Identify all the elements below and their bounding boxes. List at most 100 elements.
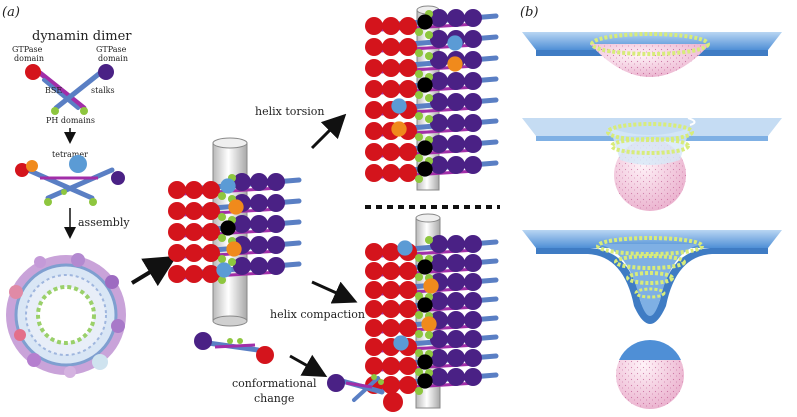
gtpase-red-bead	[168, 202, 186, 220]
gtpase-red-bead	[399, 164, 417, 182]
gtpase-red-bead	[365, 59, 383, 77]
gtpase-purple-bead	[464, 51, 482, 69]
gtpase-purple-bead	[447, 273, 465, 291]
gtpase-red-bead	[185, 265, 203, 283]
gtpase-purple-bead	[447, 368, 465, 386]
gtpase-purple-bead	[447, 254, 465, 272]
gtpase-purple-bead	[447, 72, 465, 90]
gtpase-purple-bead	[267, 215, 285, 233]
gtpase-red-bead	[365, 38, 383, 56]
gtpase-red-bead	[382, 300, 400, 318]
ph-domain-bead	[217, 191, 227, 201]
ph-domain-bead	[414, 386, 424, 396]
dimer-title: dynamin dimer	[32, 29, 132, 44]
gtpase-purple-bead	[233, 215, 251, 233]
gtpase-red-bead	[399, 357, 417, 375]
gtpase-red-bead	[399, 319, 417, 337]
accent-bead	[417, 77, 433, 93]
accent-bead	[216, 262, 232, 278]
ph-domain-bead	[227, 257, 237, 267]
accent-bead	[447, 35, 463, 51]
gtpase-left-label-2: domain	[14, 54, 44, 63]
ph-domain-bead	[414, 367, 424, 377]
gtpase-red-bead	[202, 181, 220, 199]
gtpase-purple-bead	[430, 51, 448, 69]
gtpase-purple-bead	[464, 330, 482, 348]
gtpase-red-bead	[382, 59, 400, 77]
gtpase-right-label-2: domain	[98, 54, 128, 63]
dimer-schematic: dynamin dimer GTPase domain GTPase domai…	[12, 29, 132, 144]
accent-bead	[226, 241, 242, 257]
ph-domain-bead	[424, 114, 434, 124]
accent-bead	[417, 14, 433, 30]
gtpase-purple-bead	[430, 30, 448, 48]
gtpase-red-bead	[202, 244, 220, 262]
ph-domain-bead	[424, 235, 434, 245]
gtpase-red-bead	[399, 17, 417, 35]
ph-domain-bead	[414, 272, 424, 282]
gtpase-red-bead	[168, 223, 186, 241]
gtpase-red-bead	[365, 17, 383, 35]
ph-domain-bead	[217, 212, 227, 222]
accent-bead	[417, 373, 433, 389]
gtpase-purple-bead	[250, 236, 268, 254]
gtpase-purple-bead	[464, 273, 482, 291]
assembly-label: assembly	[78, 216, 130, 229]
gtpase-purple-bead	[447, 292, 465, 310]
gtpase-red-domain	[25, 64, 41, 80]
gtpase-purple-bead	[447, 114, 465, 132]
arrow-to-helix	[130, 255, 177, 287]
accent-bead	[421, 316, 437, 332]
gtpase-red-bead	[399, 143, 417, 161]
accent-bead	[417, 259, 433, 275]
gtpase-purple-bead	[430, 349, 448, 367]
gtpase-red-bead	[399, 262, 417, 280]
gtpase-purple-bead	[250, 257, 268, 275]
gtpase-red-bead	[399, 376, 417, 394]
ph-domain-bead	[414, 348, 424, 358]
gtpase-red-bead	[382, 164, 400, 182]
ph-domain-bead	[424, 51, 434, 61]
stage-4-free-vesicle	[616, 339, 684, 409]
gtpase-red-bead	[365, 122, 383, 140]
torsion-helix	[365, 5, 499, 191]
gtpase-red-bead	[365, 80, 383, 98]
gtpase-purple-bead	[464, 254, 482, 272]
gtpase-purple-bead	[267, 194, 285, 212]
gtpase-red-bead	[382, 376, 400, 394]
gtpase-red-bead	[399, 80, 417, 98]
gtpase-red-bead	[382, 281, 400, 299]
gtpase-red-bead	[382, 17, 400, 35]
ph-domain-bead	[414, 174, 424, 184]
stage-1-shallow-pit	[522, 32, 782, 77]
gtpase-red-bead	[399, 59, 417, 77]
ph-domain-bead	[217, 254, 227, 264]
gtpase-red-bead	[168, 265, 186, 283]
accent-bead	[423, 278, 439, 294]
gtpase-purple-domain	[98, 64, 114, 80]
tetramer-schematic: tetramer assembly	[15, 150, 130, 239]
gtpase-purple-bead	[464, 349, 482, 367]
accent-bead	[391, 121, 407, 137]
gtpase-purple-bead	[233, 173, 251, 191]
ph-domains-label: PH domains	[46, 116, 95, 125]
ph-domain-bead	[414, 291, 424, 301]
ph-domain-bead	[217, 233, 227, 243]
gtpase-purple-bead	[267, 173, 285, 191]
gtpase-right-label-1: GTPase	[96, 45, 127, 54]
gtpase-red-bead	[185, 181, 203, 199]
gtpase-red-bead	[382, 319, 400, 337]
gtpase-red-bead	[202, 202, 220, 220]
gtpase-purple-bead	[430, 235, 448, 253]
ph-domain-bead	[414, 90, 424, 100]
gtpase-purple-bead	[464, 9, 482, 27]
gtpase-red-bead	[399, 300, 417, 318]
gtpase-purple-bead	[447, 135, 465, 153]
accent-bead	[417, 161, 433, 177]
accent-bead	[447, 56, 463, 72]
gtpase-red-bead	[382, 38, 400, 56]
ph-domain-bead	[414, 111, 424, 121]
gtpase-purple-bead	[233, 257, 251, 275]
ph-domain-bead	[414, 329, 424, 339]
